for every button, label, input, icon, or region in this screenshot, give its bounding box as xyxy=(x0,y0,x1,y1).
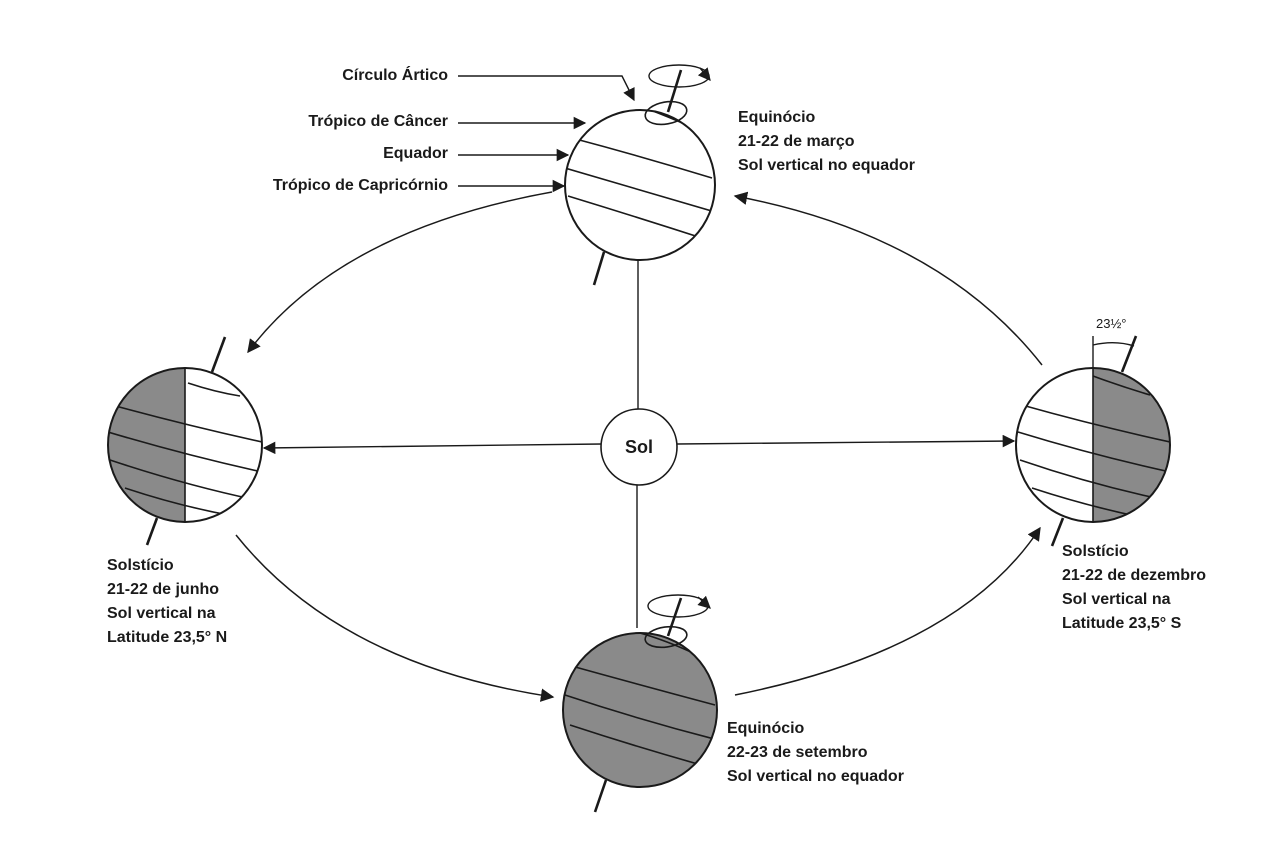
sun: Sol xyxy=(600,408,678,486)
earth-axis-june-bottom xyxy=(145,517,159,546)
june-line-1: Solstício xyxy=(107,557,174,574)
december-line-2: 21-22 de dezembro xyxy=(1062,567,1206,584)
june-line-3: Sol vertical na xyxy=(107,605,216,622)
september-line-1: Equinócio xyxy=(727,720,805,737)
label-tropic-of-cancer: Trópico de Câncer xyxy=(308,113,448,130)
season-label-september: Equinócio 22-23 de setembro Sol vertical… xyxy=(727,720,904,785)
season-label-march: Equinócio 21-22 de março Sol vertical no… xyxy=(738,109,915,174)
september-line-3: Sol vertical no equador xyxy=(727,768,904,785)
sun-ray-right xyxy=(676,434,1016,448)
march-line-1: Equinócio xyxy=(738,109,816,126)
season-label-june: Solstício 21-22 de junho Sol vertical na… xyxy=(107,557,227,646)
earth-axis-june xyxy=(210,336,227,373)
earth-axis-march-top xyxy=(666,69,683,113)
sun-ray-left xyxy=(262,441,603,455)
earth-axis-march xyxy=(592,251,606,286)
globe-september-equinox xyxy=(562,594,718,813)
earth-axis-december-bottom xyxy=(1050,517,1065,547)
december-line-3: Sol vertical na xyxy=(1062,591,1171,608)
march-line-2: 21-22 de março xyxy=(738,133,855,150)
tilt-angle-label: 23½° xyxy=(1096,316,1127,331)
orbit-arc-june-to-september xyxy=(235,534,555,702)
orbit-arc-september-to-december xyxy=(734,526,1041,696)
globe-december-solstice: 23½° xyxy=(1015,316,1171,547)
label-tropic-of-capricorn: Trópico de Capricórnio xyxy=(273,177,448,194)
latitude-labels: Círculo Ártico Trópico de Câncer Equador… xyxy=(273,65,635,194)
label-arctic-circle: Círculo Ártico xyxy=(342,65,448,84)
orbit-arcs xyxy=(235,191,1043,702)
orbit-arc-march-to-june xyxy=(247,191,553,354)
march-line-3: Sol vertical no equador xyxy=(738,157,915,174)
label-equator: Equador xyxy=(383,145,448,162)
june-line-4: Latitude 23,5° N xyxy=(107,629,227,646)
arctic-circle-ring-september xyxy=(644,625,688,649)
june-line-2: 21-22 de junho xyxy=(107,581,219,598)
leader-arctic-circle xyxy=(458,75,635,102)
december-line-4: Latitude 23,5° S xyxy=(1062,615,1182,632)
sun-circle xyxy=(600,408,678,486)
globe-june-solstice xyxy=(107,336,263,546)
earth-axis-september xyxy=(593,779,608,813)
orbit-arc-december-to-march xyxy=(733,191,1043,366)
season-label-december: Solstício 21-22 de dezembro Sol vertical… xyxy=(1062,543,1206,632)
globe-march-equinox xyxy=(564,64,716,286)
sun-label: Sol xyxy=(625,437,653,457)
december-line-1: Solstício xyxy=(1062,543,1129,560)
september-line-2: 22-23 de setembro xyxy=(727,744,868,761)
tilt-angle-arc xyxy=(1092,342,1135,347)
earth-axis-december xyxy=(1120,335,1138,373)
arctic-circle-ring-march xyxy=(644,100,688,126)
